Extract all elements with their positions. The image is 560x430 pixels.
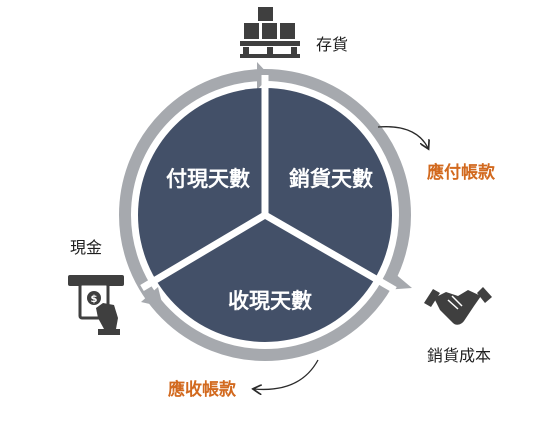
label-accounts-payable: 應付帳款 (427, 163, 495, 183)
label-accounts-receivable: 應收帳款 (168, 380, 236, 400)
svg-text:$: $ (91, 294, 98, 305)
label-cash: 現金 (70, 238, 103, 257)
segment-cash-payment-days: 付現天數 (166, 167, 250, 191)
atm-cash-icon: $ (68, 275, 124, 335)
segment-dividers (140, 75, 397, 294)
payable-curved-arrow (377, 126, 428, 148)
boxes-on-pallet-icon (240, 7, 300, 58)
segment-sales-inventory-days: 銷貨天數 (289, 167, 373, 191)
receivable-curved-arrow (254, 359, 319, 389)
ring-arrow-left (141, 287, 163, 307)
label-cost-of-goods-sold: 銷貨成本 (427, 346, 492, 365)
handshake-icon (424, 287, 492, 325)
label-inventory: 存貨 (316, 35, 349, 54)
segment-cash-collection-days: 收現天數 (228, 289, 312, 313)
